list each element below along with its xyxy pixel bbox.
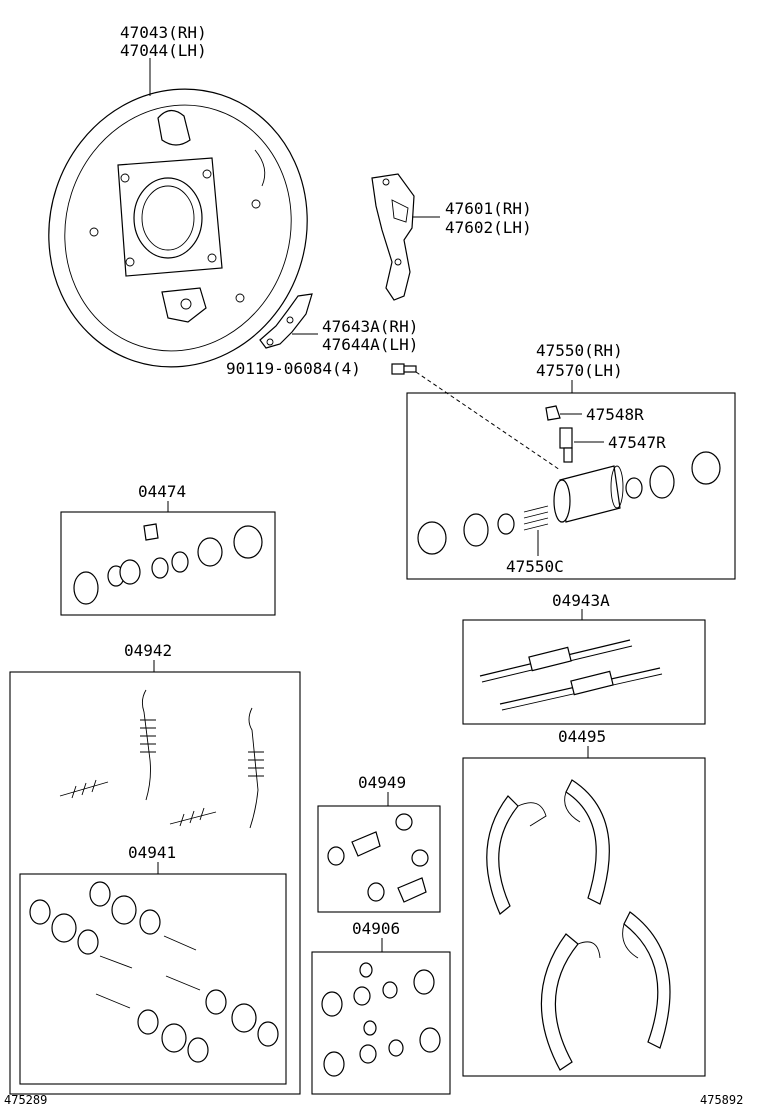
bolt[interactable] (391, 363, 417, 375)
label-kit-boots: 04949 (358, 773, 406, 792)
label-lever-rh: 47601(RH) (445, 199, 532, 218)
kit-boots-box (317, 805, 441, 913)
parking-brake-lever[interactable] (371, 173, 415, 301)
label-kit-hold: 04941 (128, 843, 176, 862)
kit-cup-box (60, 511, 276, 616)
label-small-lever-lh: 47644A(LH) (322, 335, 418, 354)
bleeder-cap[interactable] (545, 405, 561, 421)
kit-cup-parts[interactable] (73, 523, 263, 605)
label-kit-cylinder: 04906 (352, 919, 400, 938)
footer-right-code: 475892 (700, 1093, 743, 1107)
label-wheel-cylinder-rh: 47550(RH) (536, 341, 623, 360)
label-kit-shoes: 04495 (558, 727, 606, 746)
label-bolt: 90119-06084(4) (226, 359, 361, 378)
label-bleeder-plug: 47547R (608, 433, 666, 452)
hold-down-parts[interactable] (29, 881, 279, 1063)
label-kit-adjuster: 04943A (552, 591, 610, 610)
cylinder-kit-parts[interactable] (321, 962, 441, 1077)
kit-springs-box (9, 671, 301, 1095)
label-kit-springs: 04942 (124, 641, 172, 660)
footer-left-code: 475289 (4, 1093, 47, 1107)
label-small-lever-rh: 47643A(RH) (322, 317, 418, 336)
return-springs[interactable] (59, 689, 264, 829)
bleeder-plug[interactable] (559, 427, 573, 463)
label-lever-lh: 47602(LH) (445, 218, 532, 237)
kit-shoes-box (462, 757, 706, 1077)
label-bleeder-cap: 47548R (586, 405, 644, 424)
backing-plate[interactable] (13, 55, 343, 400)
adjusting-lever[interactable] (259, 293, 313, 349)
brake-shoes[interactable] (486, 779, 671, 1071)
label-backing-plate-lh: 47044(LH) (120, 41, 207, 60)
wheel-cylinder-body[interactable] (553, 465, 624, 523)
label-wheel-cylinder-lh: 47570(LH) (536, 361, 623, 380)
wheel-cylinder-box (406, 392, 736, 580)
kit-adjuster-box (462, 619, 706, 725)
label-backing-plate-rh: 47043(RH) (120, 23, 207, 42)
cylinder-internal-parts[interactable] (417, 451, 721, 555)
label-kit-cup: 04474 (138, 482, 186, 501)
kit-hold-box (19, 873, 287, 1085)
boot-parts[interactable] (327, 813, 429, 903)
adjuster-parts[interactable] (479, 639, 663, 711)
kit-cylinder-box (311, 951, 451, 1095)
label-cylinder-kit: 47550C (506, 557, 564, 576)
